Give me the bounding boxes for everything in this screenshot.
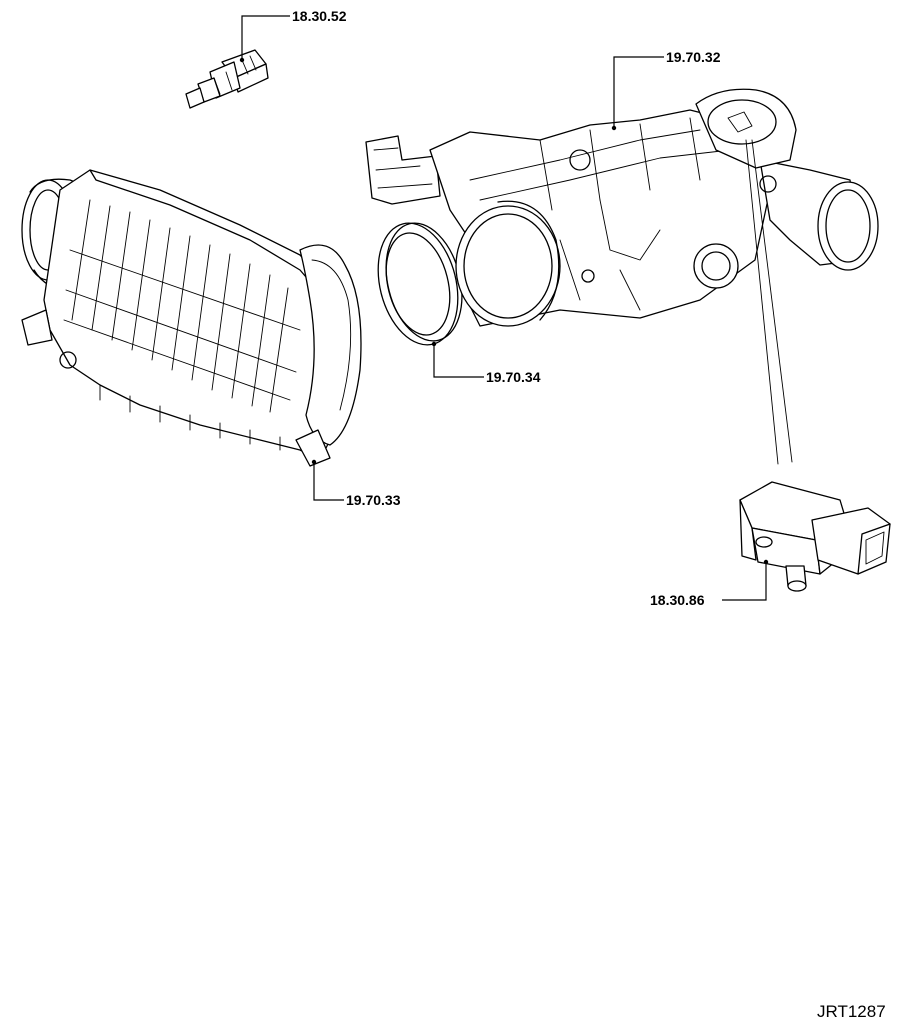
intake-body [21, 169, 362, 467]
callout-seal: 19.70.34 [431, 341, 541, 385]
seal-ring [377, 222, 463, 346]
callout-label: 19.70.33 [346, 492, 401, 508]
diagram-reference-code: JRT1287 [817, 1002, 886, 1021]
callout-label: 18.30.52 [292, 8, 347, 24]
callout-label: 19.70.32 [666, 49, 721, 65]
callout-manifold: 19.70.32 [611, 49, 721, 131]
callout-sensor-top: 18.30.52 [239, 8, 347, 63]
callout-label: 19.70.34 [486, 369, 541, 385]
pressure-sensor [739, 481, 891, 592]
callout-intake-body: 19.70.33 [311, 459, 401, 508]
callout-pressure-sensor: 18.30.86 [650, 559, 769, 608]
callout-label: 18.30.86 [650, 592, 705, 608]
intake-manifold [365, 88, 879, 465]
temperature-sensor [185, 49, 269, 109]
